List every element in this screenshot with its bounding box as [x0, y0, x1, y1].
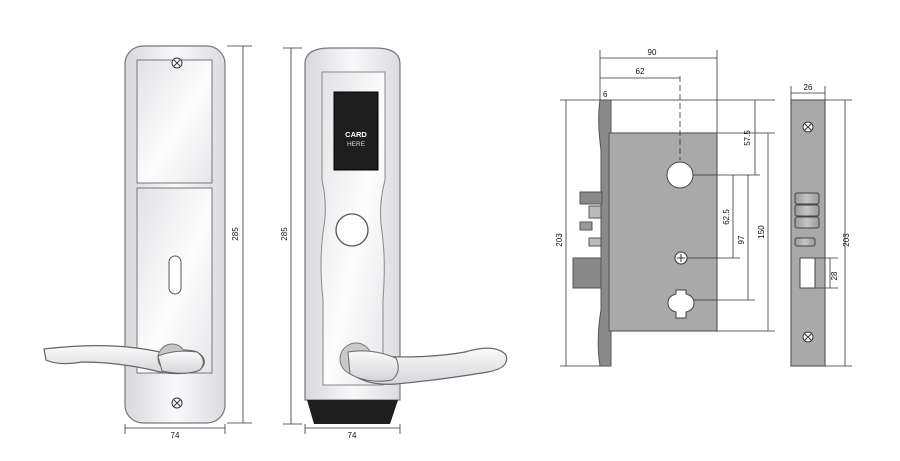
front-width-dimension: 74 — [124, 424, 226, 440]
faceplate-strip — [790, 99, 826, 367]
lock-cylinder-icon — [335, 213, 369, 247]
screw-icon — [674, 251, 688, 265]
reader-width-dimension: 74 — [304, 424, 401, 440]
spindle-to-cylinder-label: 97 — [737, 235, 746, 244]
reader-height-label: 285 — [280, 227, 289, 241]
latch-opening — [799, 257, 816, 289]
screw-icon — [171, 397, 183, 409]
faceplate: 26 203 28 — [790, 83, 852, 367]
front-height-dimension: 285 — [227, 45, 252, 424]
reader-plate: CARD HERE 285 74 — [280, 47, 508, 440]
mortise-case — [608, 132, 718, 332]
emergency-keyhole — [168, 255, 182, 295]
front-width-label: 74 — [171, 431, 180, 440]
card-reader-sublabel: HERE — [347, 141, 366, 148]
latch-bolt — [572, 257, 602, 289]
front-lever-neck — [157, 350, 204, 374]
body-height-label: 150 — [757, 225, 766, 239]
front-plate: 285 74 — [43, 45, 252, 440]
spindle-to-screw-label: 62.5 — [722, 209, 731, 225]
front-height-label: 285 — [231, 227, 240, 241]
faceplate-width-label: 26 — [804, 83, 813, 92]
backset-label: 62 — [636, 67, 645, 76]
face-offset-label: 6 — [603, 90, 608, 99]
guard-bolt — [588, 237, 602, 247]
latch-bolt-part — [588, 205, 602, 219]
auxiliary-bolt — [579, 221, 593, 231]
faceplate-height-label: 203 — [842, 233, 851, 247]
deadbolt-tongue — [579, 191, 603, 205]
mortise-height-label: 203 — [555, 233, 564, 247]
deadbolt-segment — [794, 204, 820, 217]
reader-lever-neck — [347, 350, 399, 382]
card-reader-window — [333, 91, 379, 171]
deadbolt-segment — [794, 216, 820, 229]
card-reader-label: CARD — [345, 130, 367, 139]
top-to-spindle-label: 57.5 — [743, 130, 752, 146]
front-upper-panel — [136, 59, 213, 184]
mortise-width-label: 90 — [648, 48, 657, 57]
reader-bottom-cap — [307, 400, 398, 424]
reader-height-dimension: 285 — [280, 47, 302, 425]
mortise-dimensions: 90 62 6 203 57.5 62.5 97 150 — [555, 48, 775, 367]
screw-icon — [171, 57, 183, 69]
deadbolt-segment — [794, 192, 820, 205]
latch-height-label: 28 — [830, 271, 839, 280]
cylinder-hole — [667, 289, 695, 319]
mortise-body — [572, 76, 718, 367]
reader-width-label: 74 — [348, 431, 357, 440]
guard-bolt-face — [794, 237, 816, 247]
screw-icon — [802, 331, 814, 343]
spindle-hole — [666, 161, 694, 189]
screw-icon — [802, 121, 814, 133]
